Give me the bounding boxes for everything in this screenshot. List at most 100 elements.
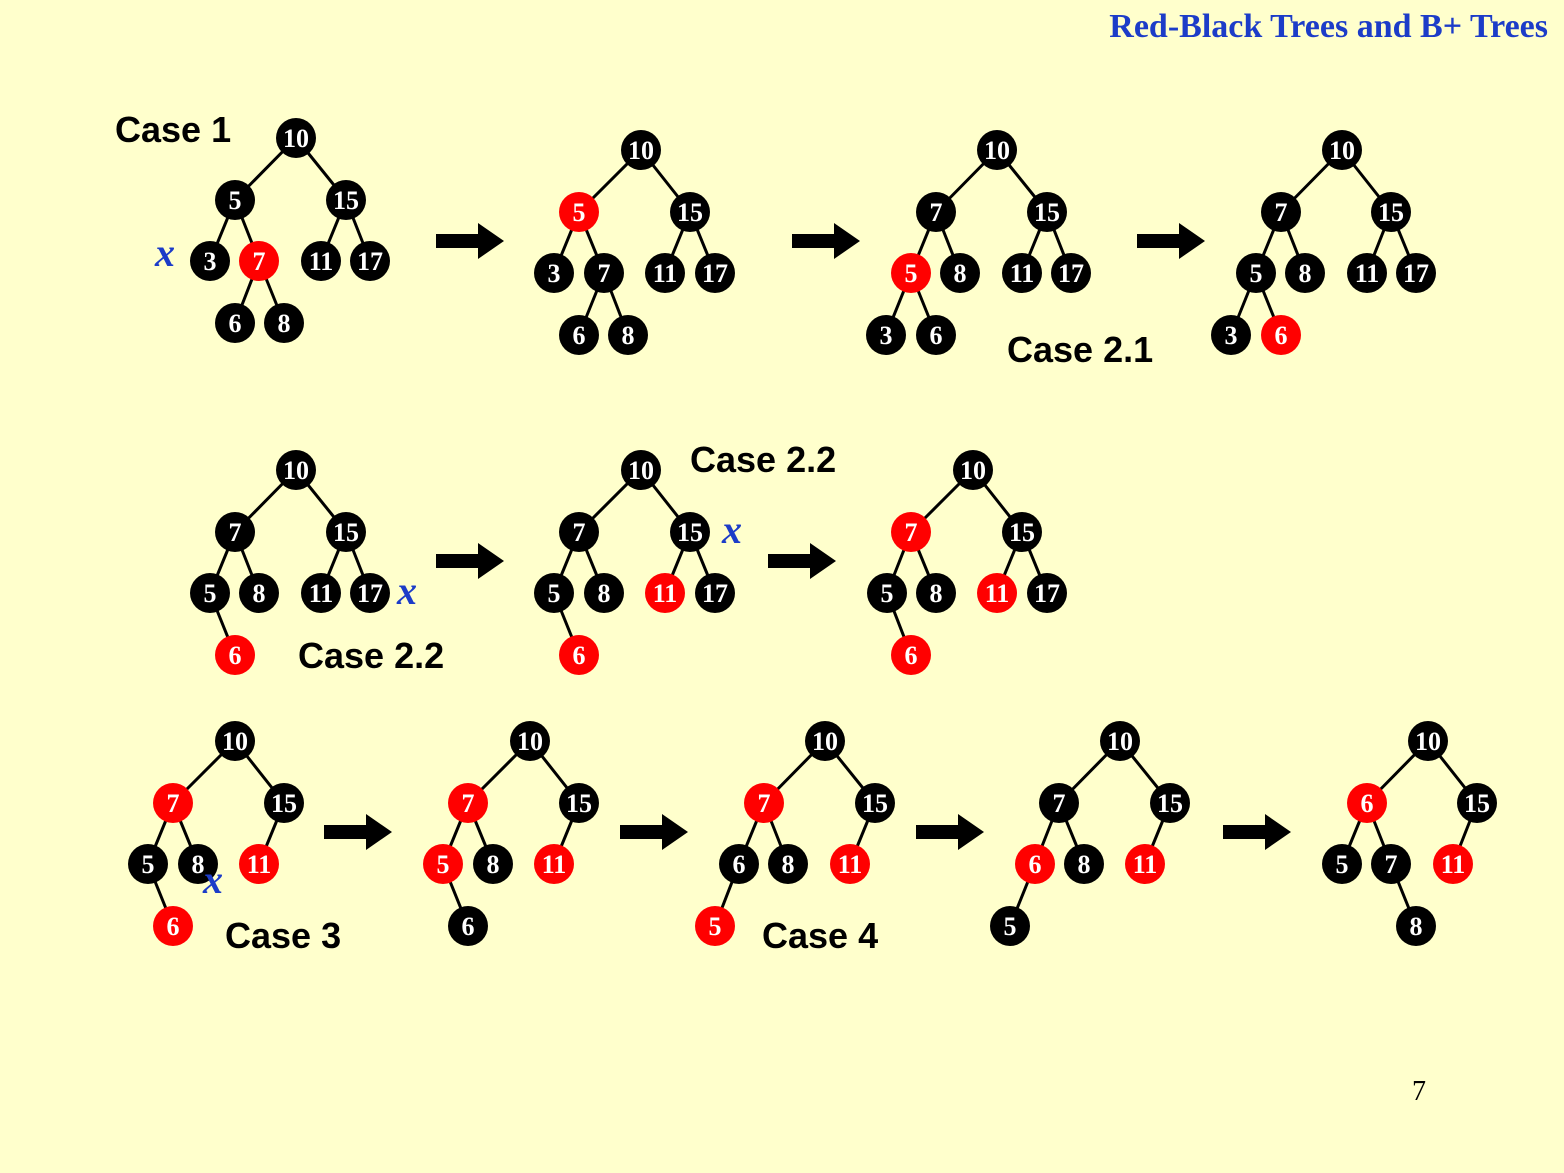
tree-node-11-black: 11 [645, 253, 685, 293]
node-circle [1064, 844, 1104, 884]
node-circle [695, 906, 735, 946]
node-circle [215, 303, 255, 343]
node-key: 17 [357, 579, 383, 608]
node-key: 6 [733, 850, 746, 879]
node-key: 6 [905, 641, 918, 670]
arrow-right-icon [324, 814, 392, 850]
tree-node-11-red: 11 [1125, 844, 1165, 884]
node-key: 10 [812, 727, 838, 756]
tree-node-6-black: 6 [448, 906, 488, 946]
node-key: 7 [253, 247, 266, 276]
arrow-right-icon [620, 814, 688, 850]
node-key: 7 [930, 198, 943, 227]
node-circle [645, 253, 685, 293]
arrow-right-icon [436, 543, 504, 579]
tree-node-8-black: 8 [239, 573, 279, 613]
x-marker: x [154, 230, 175, 275]
node-circle [1285, 253, 1325, 293]
node-key: 5 [229, 186, 242, 215]
tree-node-15-black: 15 [670, 512, 710, 552]
tree-node-15-black: 15 [1002, 512, 1042, 552]
case-label: Case 4 [762, 915, 878, 956]
node-key: 15 [1009, 518, 1035, 547]
tree-node-8-black: 8 [1285, 253, 1325, 293]
tree-node-8-black: 8 [1396, 906, 1436, 946]
node-circle [559, 192, 599, 232]
node-key: 3 [548, 259, 561, 288]
node-key: 10 [1415, 727, 1441, 756]
tree-node-5-black: 5 [1236, 253, 1276, 293]
node-key: 8 [782, 850, 795, 879]
node-circle [1236, 253, 1276, 293]
node-key: 6 [573, 641, 586, 670]
node-key: 5 [204, 579, 217, 608]
tree-node-10-black: 10 [510, 721, 550, 761]
tree-node-7-black: 7 [1261, 192, 1301, 232]
tree-node-6-red: 6 [1347, 783, 1387, 823]
tree-node-5-black: 5 [128, 844, 168, 884]
node-key: 6 [930, 321, 943, 350]
node-key: 17 [1034, 579, 1060, 608]
node-circle [744, 783, 784, 823]
node-key: 10 [283, 124, 309, 153]
tree-node-5-black: 5 [534, 573, 574, 613]
node-key: 11 [1441, 850, 1466, 879]
tree-node-8-black: 8 [940, 253, 980, 293]
node-circle [670, 192, 710, 232]
node-circle [534, 253, 574, 293]
tree-node-7-red: 7 [744, 783, 784, 823]
tree-node-6-red: 6 [1261, 315, 1301, 355]
tree-node-10-black: 10 [621, 130, 661, 170]
node-key: 11 [1355, 259, 1380, 288]
node-circle [768, 844, 808, 884]
node-circle [1261, 315, 1301, 355]
node-key: 8 [930, 579, 943, 608]
case-label: Case 1 [115, 109, 231, 150]
tree-node-15-black: 15 [264, 783, 304, 823]
node-circle [326, 180, 366, 220]
tree-node-10-black: 10 [805, 721, 845, 761]
tree-node-8-black: 8 [768, 844, 808, 884]
tree-node-15-black: 15 [559, 783, 599, 823]
arrows-layer [324, 223, 1291, 850]
case-label: Case 2.1 [1007, 329, 1153, 370]
node-circle [264, 303, 304, 343]
tree-node-5-black: 5 [867, 573, 907, 613]
node-key: 7 [167, 789, 180, 818]
node-key: 7 [905, 518, 918, 547]
node-key: 7 [1053, 789, 1066, 818]
arrow-right-icon [436, 223, 504, 259]
node-circle [940, 253, 980, 293]
node-circle [559, 635, 599, 675]
tree-node-5-black: 5 [990, 906, 1030, 946]
node-key: 15 [333, 518, 359, 547]
node-key: 6 [167, 912, 180, 941]
node-key: 6 [229, 309, 242, 338]
slide-title: Red-Black Trees and B+ Trees [1109, 8, 1548, 45]
node-circle [916, 573, 956, 613]
tree-node-11-red: 11 [645, 573, 685, 613]
node-key: 11 [309, 579, 334, 608]
node-circle [719, 844, 759, 884]
node-circle [1396, 906, 1436, 946]
tree-node-7-red: 7 [891, 512, 931, 552]
tree-node-15-black: 15 [855, 783, 895, 823]
tree-node-17-black: 17 [350, 241, 390, 281]
tree-node-10-black: 10 [276, 450, 316, 490]
node-circle [559, 783, 599, 823]
node-circle [215, 512, 255, 552]
node-circle [215, 180, 255, 220]
node-circle [423, 844, 463, 884]
tree-node-6-red: 6 [1015, 844, 1055, 884]
node-circle [1433, 844, 1473, 884]
tree-node-7-black: 7 [559, 512, 599, 552]
node-circle [190, 573, 230, 613]
tree-node-11-black: 11 [301, 241, 341, 281]
node-circle [190, 241, 230, 281]
node-key: 8 [253, 579, 266, 608]
node-circle [239, 573, 279, 613]
node-circle [1002, 512, 1042, 552]
tree-node-15-black: 15 [1457, 783, 1497, 823]
node-circle [695, 253, 735, 293]
tree-node-10-black: 10 [276, 118, 316, 158]
